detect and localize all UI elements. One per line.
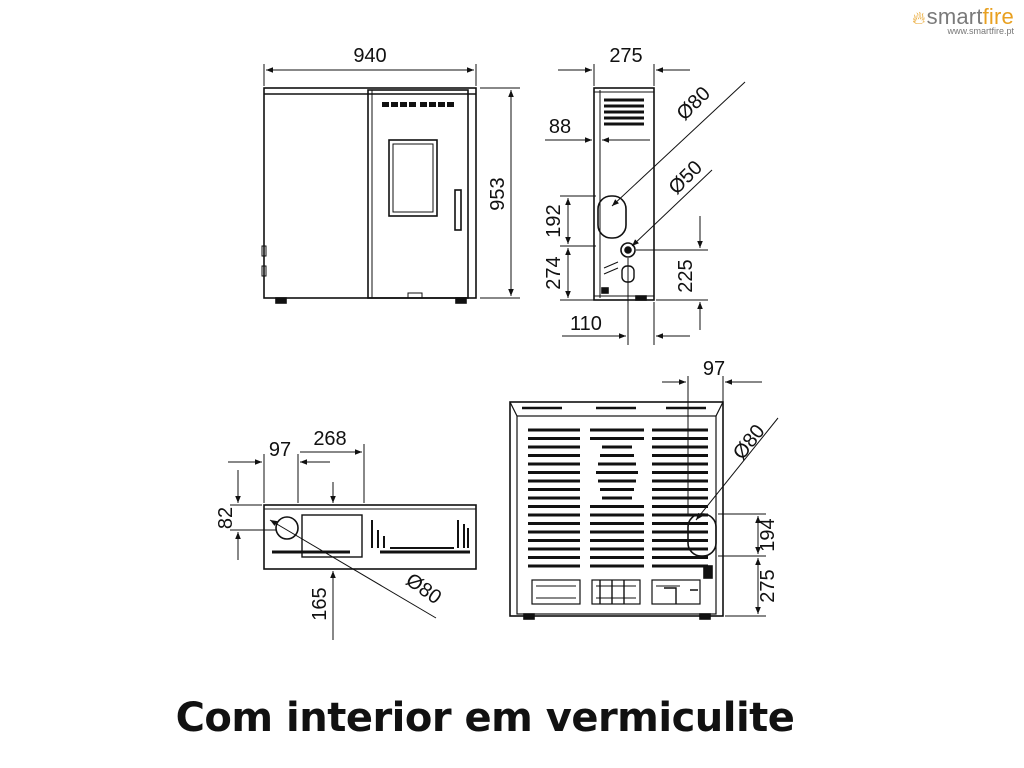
top-diameter-label: Ø80 [402, 569, 446, 609]
side-lower-height-label: 274 [543, 256, 565, 289]
control-panel [382, 102, 454, 107]
brand-url: www.smartfire.pt [947, 26, 1014, 36]
rear-vents [528, 428, 708, 568]
top-label-268: 268 [313, 428, 346, 450]
caption: Com interior em vermiculite [175, 695, 795, 741]
front-window [388, 139, 438, 217]
air-inlet [620, 242, 636, 258]
front-body-outline [263, 87, 477, 299]
side-view [545, 64, 746, 345]
front-height-label: 953 [487, 177, 509, 210]
top-vents [272, 520, 470, 554]
side-inlet-diameter-label: Ø50 [665, 157, 707, 199]
rear-diameter-label: Ø80 [729, 421, 770, 464]
rear-label-194: 194 [757, 518, 779, 551]
rear-view [509, 376, 779, 620]
rear-body-outline [509, 401, 724, 617]
front-view [261, 64, 520, 304]
front-door [367, 89, 469, 299]
rear-label-97: 97 [703, 358, 725, 380]
rear-label-275: 275 [757, 569, 779, 602]
side-bottom-offset-label: 110 [570, 313, 602, 335]
side-body-outline [593, 87, 655, 301]
top-body-outline [263, 504, 477, 570]
brand-name-part2: fire [982, 4, 1014, 29]
side-vents [604, 98, 644, 126]
side-inlet-height-label: 225 [675, 259, 697, 292]
top-label-82: 82 [215, 507, 237, 529]
top-view [228, 444, 477, 640]
side-offset-label: 88 [549, 116, 571, 138]
brand-name: 🔥︎smartfire [912, 4, 1014, 30]
brand-name-part1: smart [926, 4, 983, 29]
top-flue-circle [275, 516, 299, 540]
side-depth-label: 275 [609, 45, 642, 67]
door-handle [454, 189, 462, 231]
flame-icon: 🔥︎ [912, 8, 926, 28]
top-label-165: 165 [309, 587, 331, 620]
side-flue-diameter-label: Ø80 [673, 83, 715, 125]
side-flue-height-label: 192 [543, 204, 565, 237]
flue-outlet [597, 195, 627, 239]
top-label-97: 97 [269, 439, 291, 461]
front-width-label: 940 [353, 45, 386, 67]
brand-logo: 🔥︎smartfire www.smartfire.pt [912, 4, 1014, 36]
